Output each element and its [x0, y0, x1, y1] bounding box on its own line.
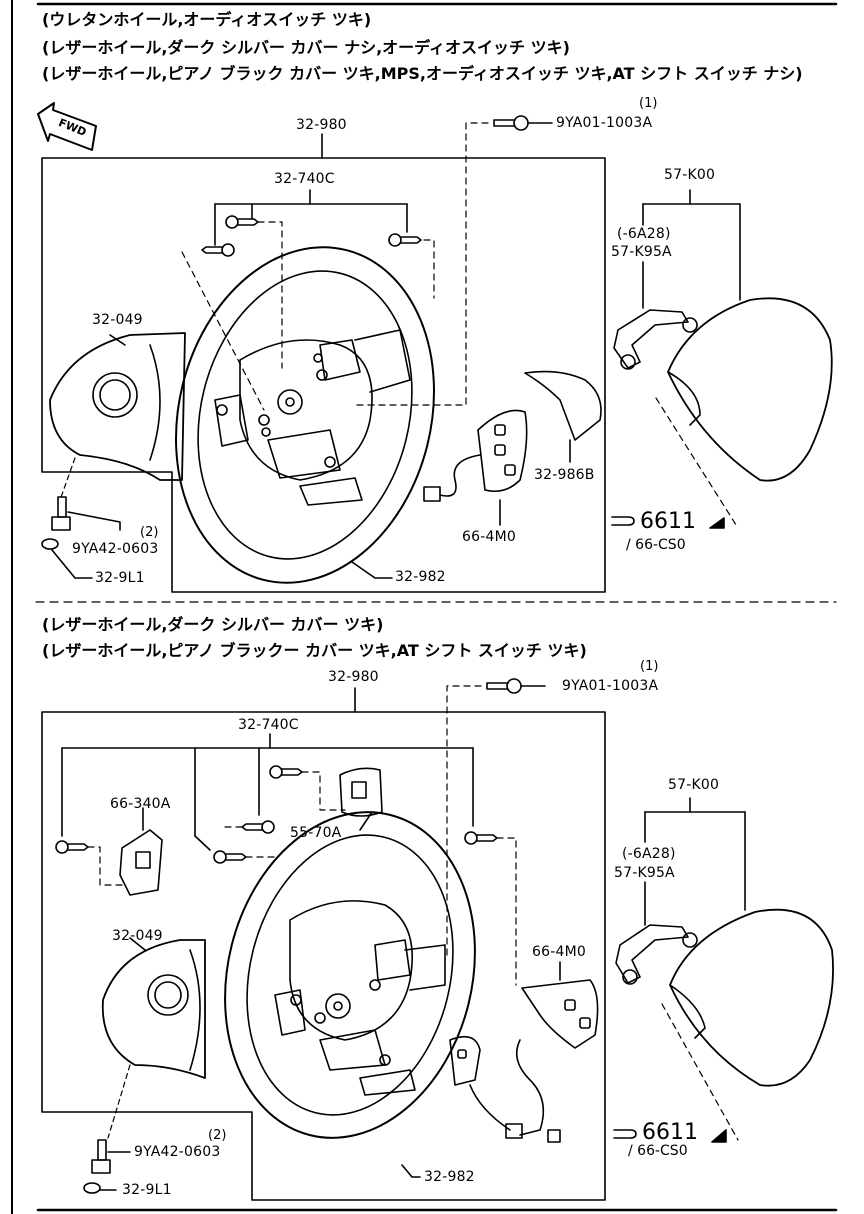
- condition-line-2: (レザーホイール,ダーク シルバー カバー ナシ,オーディオスイッチ ツキ): [42, 38, 570, 57]
- ref-6611-lower[interactable]: 6611: [642, 1120, 698, 1145]
- label-57-k00[interactable]: 57-K00: [664, 167, 716, 183]
- bracket: [613, 309, 698, 370]
- reference-hand-icon: [613, 1129, 637, 1139]
- label-32-9l1[interactable]: 32-9L1: [95, 570, 145, 586]
- label-32-049[interactable]: 32-049: [92, 312, 143, 328]
- condition-line-1: (ウレタンホイール,オーディオスイッチ ツキ): [42, 10, 372, 29]
- ref-66-cs0-lower[interactable]: / 66-CS0: [628, 1143, 688, 1159]
- switch-unit: [119, 829, 163, 896]
- fwd-arrow-icon: [37, 102, 97, 151]
- qty-2: (2): [140, 525, 159, 540]
- bolt-icon: [486, 678, 522, 694]
- qty-1-lower: (1): [640, 659, 659, 674]
- horn-cover: [101, 939, 206, 1079]
- bolt-icon: [91, 1139, 111, 1174]
- label-32-9l1-lower[interactable]: 32-9L1: [122, 1182, 172, 1198]
- label-6a28-lower[interactable]: (-6A28): [622, 846, 676, 862]
- horn-cover: [49, 332, 186, 481]
- qty-2-lower: (2): [208, 1128, 227, 1143]
- audio-switch: [449, 979, 599, 1143]
- condition-line-5: (レザーホイール,ピアノ ブラックー カバー ツキ,AT シフト スイッチ ツキ…: [42, 641, 587, 660]
- ref-6611[interactable]: 6611: [640, 509, 696, 534]
- condition-line-4: (レザーホイール,ダーク シルバー カバー ツキ): [42, 615, 384, 634]
- label-32-980-lower[interactable]: 32-980: [328, 669, 379, 685]
- washer-icon: [41, 538, 59, 550]
- label-32-986b[interactable]: 32-986B: [534, 467, 595, 483]
- label-32-740c-lower[interactable]: 32-740C: [238, 717, 299, 733]
- screw-icon: [201, 215, 422, 257]
- label-57-k95a-lower[interactable]: 57-K95A: [614, 865, 675, 881]
- qty-1: (1): [639, 96, 658, 111]
- label-9ya42-0603-lower[interactable]: 9YA42-0603: [134, 1144, 221, 1160]
- switch-cover: [524, 370, 602, 441]
- label-32-982[interactable]: 32-982: [395, 569, 446, 585]
- bracket: [615, 924, 698, 985]
- label-32-049-lower[interactable]: 32-049: [112, 928, 163, 944]
- bolt-icon: [493, 115, 529, 131]
- airbag-module: [667, 297, 833, 482]
- label-55-70a[interactable]: 55-70A: [290, 825, 342, 841]
- label-57-k00-lower[interactable]: 57-K00: [668, 777, 720, 793]
- label-66-340a[interactable]: 66-340A: [110, 796, 171, 812]
- label-32-982-lower[interactable]: 32-982: [424, 1169, 475, 1185]
- shift-switch: [339, 767, 383, 817]
- steering-wheel: [175, 246, 435, 584]
- audio-switch: [423, 409, 528, 502]
- condition-line-3: (レザーホイール,ピアノ ブラック カバー ツキ,MPS,オーディオスイッチ ツ…: [42, 64, 803, 83]
- label-66-4m0-lower[interactable]: 66-4M0: [532, 944, 586, 960]
- bolt-icon: [51, 496, 71, 531]
- label-9ya42-0603[interactable]: 9YA42-0603: [72, 541, 159, 557]
- label-57-k95a[interactable]: 57-K95A: [611, 244, 672, 260]
- label-9ya01-1003a[interactable]: 9YA01-1003A: [556, 115, 653, 131]
- label-6a28[interactable]: (-6A28): [617, 226, 671, 242]
- label-32-980[interactable]: 32-980: [296, 117, 347, 133]
- washer-icon: [83, 1182, 101, 1194]
- reference-hand-icon: [611, 516, 635, 526]
- steering-wheel: [224, 811, 476, 1139]
- label-9ya01-1003a-lower[interactable]: 9YA01-1003A: [562, 678, 659, 694]
- ref-66-cs0[interactable]: / 66-CS0: [626, 537, 686, 553]
- airbag-module: [669, 908, 834, 1087]
- label-32-740c[interactable]: 32-740C: [274, 171, 335, 187]
- label-66-4m0[interactable]: 66-4M0: [462, 529, 516, 545]
